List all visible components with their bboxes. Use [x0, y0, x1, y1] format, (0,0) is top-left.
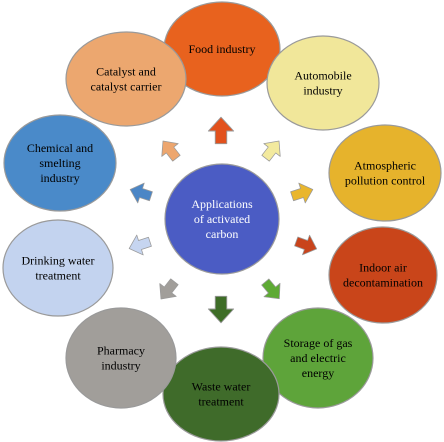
- food-industry-arrow-shape: [207, 116, 235, 145]
- indoor-air-decontamination-arrow-shape: [294, 234, 318, 256]
- drinking-water-treatment-label-line-2: treatment: [35, 269, 81, 283]
- pharmacy-industry-ellipse: [65, 307, 177, 409]
- chemical-and-smelting-industry-label-line-3: industry: [40, 171, 79, 185]
- center-label-line-1: Applications: [191, 197, 253, 211]
- chemical-and-smelting-industry-label-line-2: smelting: [39, 156, 80, 170]
- storage-of-gas-and-electric-energy-label-line-3: energy: [302, 366, 334, 380]
- food-industry-label-line-1: Food industry: [188, 42, 255, 56]
- storage-of-gas-and-electric-energy-arrow-shape: [261, 278, 281, 300]
- indoor-air-decontamination-label-line-2: decontamination: [343, 276, 423, 290]
- chemical-and-smelting-industry-arrow-shape: [129, 182, 153, 204]
- catalyst-and-catalyst-carrier-arrow: [161, 140, 181, 162]
- automobile-industry-label-line-2: industry: [303, 84, 342, 98]
- chemical-and-smelting-industry-label-line-1: Chemical and: [27, 141, 93, 155]
- storage-of-gas-and-electric-energy-label-line-1: Storage of gas: [284, 336, 353, 350]
- atmospheric-pollution-control-label-line-2: pollution control: [345, 174, 426, 188]
- pharmacy-industry-arrow: [159, 278, 179, 300]
- center-label-line-2: of activated: [194, 212, 250, 226]
- pharmacy-industry-arrow-shape: [159, 278, 179, 300]
- waste-water-treatment-arrow-shape: [207, 295, 235, 324]
- food-industry-arrow: [207, 116, 235, 145]
- atmospheric-pollution-control-ellipse: [328, 124, 442, 222]
- waste-water-treatment-label-line-2: treatment: [198, 395, 244, 409]
- storage-of-gas-and-electric-energy-label-line-2: and electric: [290, 351, 346, 365]
- drinking-water-treatment-ellipse: [2, 219, 114, 317]
- atmospheric-pollution-control-arrow-shape: [290, 182, 314, 204]
- indoor-air-decontamination-label-line-1: Indoor air: [359, 261, 407, 275]
- chemical-and-smelting-industry-arrow: [129, 182, 153, 204]
- catalyst-and-catalyst-carrier-label-line-1: Catalyst and: [96, 65, 156, 79]
- indoor-air-decontamination-arrow: [294, 234, 318, 256]
- center-ellipse: [164, 163, 280, 275]
- pharmacy-industry-label-line-1: Pharmacy: [97, 344, 145, 358]
- center-label-line-3: carbon: [206, 227, 239, 241]
- indoor-air-decontamination-ellipse: [328, 226, 438, 324]
- node-food-industry: Food industry: [163, 1, 281, 97]
- atmospheric-pollution-control-arrow: [290, 182, 314, 204]
- storage-of-gas-and-electric-energy-ellipse: [262, 307, 374, 409]
- drinking-water-treatment-arrow-shape: [128, 234, 152, 256]
- catalyst-and-catalyst-carrier-ellipse: [65, 31, 187, 127]
- waste-water-treatment-ellipse: [162, 346, 280, 442]
- atmospheric-pollution-control-label-line-1: Atmospheric: [354, 159, 416, 173]
- automobile-industry-ellipse: [266, 35, 380, 131]
- catalyst-and-catalyst-carrier-arrow-shape: [161, 140, 181, 162]
- automobile-industry-label-line-1: Automobile: [294, 69, 351, 83]
- drinking-water-treatment-label-line-1: Drinking water: [22, 254, 95, 268]
- waste-water-treatment-label-line-1: Waste water: [192, 380, 251, 394]
- automobile-industry-arrow: [261, 140, 281, 162]
- pharmacy-industry-label-line-2: industry: [101, 359, 140, 373]
- drinking-water-treatment-arrow: [128, 234, 152, 256]
- chemical-and-smelting-industry-ellipse: [3, 114, 117, 212]
- waste-water-treatment-arrow: [207, 295, 235, 324]
- automobile-industry-arrow-shape: [261, 140, 281, 162]
- catalyst-and-catalyst-carrier-label-line-2: catalyst carrier: [91, 80, 162, 94]
- storage-of-gas-and-electric-energy-arrow: [261, 278, 281, 300]
